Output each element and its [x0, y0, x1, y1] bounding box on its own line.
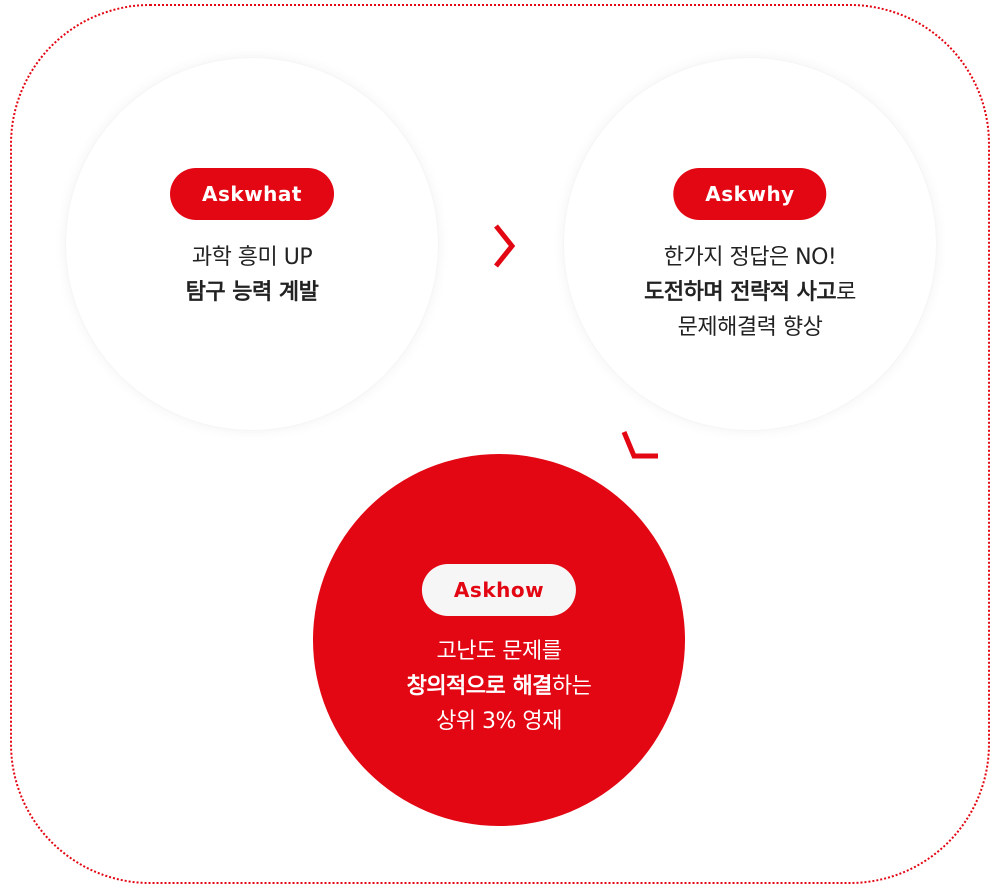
askwhat-badge: Askwhat — [170, 168, 334, 220]
askwhy-line-2-rest: 로 — [836, 280, 856, 305]
askhow-line-3: 상위 3% 영재 — [436, 709, 562, 734]
dotted-frame — [10, 4, 990, 884]
askwhat-line-2: 탐구 능력 계발 — [185, 280, 319, 305]
chevron-right-icon — [494, 224, 516, 268]
askhow-line-2: 창의적으로 해결하는 — [313, 669, 685, 704]
askwhy-line-1: 한가지 정답은 NO! — [663, 245, 837, 270]
askhow-circle: Askhow 고난도 문제를 창의적으로 해결하는 상위 3% 영재 — [313, 454, 685, 826]
askwhy-line-2-bold: 도전하며 전략적 사고 — [644, 280, 837, 305]
askhow-line-1: 고난도 문제를 — [436, 639, 562, 664]
askhow-badge: Askhow — [421, 564, 577, 616]
askhow-description: 고난도 문제를 창의적으로 해결하는 상위 3% 영재 — [313, 634, 685, 739]
askwhat-line-1: 과학 흥미 UP — [191, 245, 313, 270]
askwhy-badge: Askwhy — [673, 168, 827, 220]
askhow-line-2-bold: 창의적으로 해결 — [406, 674, 553, 699]
askhow-line-2-rest: 하는 — [551, 674, 592, 699]
askwhat-circle: Askwhat 과학 흥미 UP 탐구 능력 계발 — [66, 58, 438, 430]
chevron-down-icon — [621, 431, 658, 459]
askwhy-description: 한가지 정답은 NO! 도전하며 전략적 사고로 문제해결력 향상 — [564, 240, 936, 345]
askwhy-line-2: 도전하며 전략적 사고로 — [564, 275, 936, 310]
askwhat-description: 과학 흥미 UP 탐구 능력 계발 — [66, 240, 438, 310]
askwhy-line-3: 문제해결력 향상 — [677, 315, 823, 340]
askwhy-circle: Askwhy 한가지 정답은 NO! 도전하며 전략적 사고로 문제해결력 향상 — [564, 58, 936, 430]
